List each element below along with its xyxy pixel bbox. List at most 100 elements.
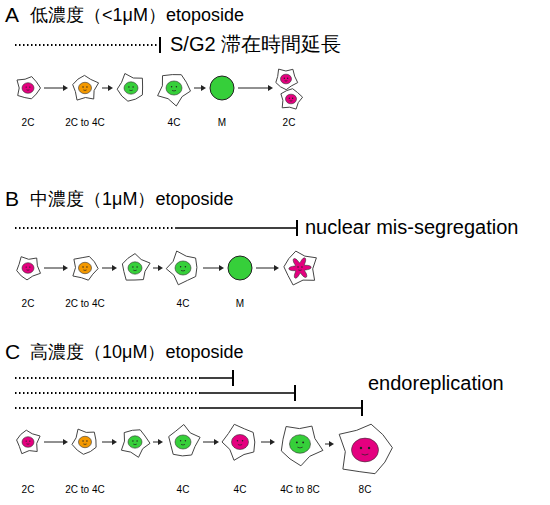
arrow-head [112,265,117,271]
ploidy-label: 8C [359,484,372,495]
progression-arrow [44,265,68,271]
panel-letter: B [5,187,19,210]
arrow-shaft [102,442,113,443]
cell [281,426,323,466]
chromatin-dot [171,86,172,87]
progression-arrow [44,85,68,91]
chromatin-dot [132,440,133,441]
cell [117,74,142,102]
nucleus [352,438,379,462]
nucleus [166,81,182,95]
arrow-head [158,439,163,445]
arrow-head [214,439,219,445]
arrow-head [63,265,68,271]
cell [17,257,41,280]
progression-arrow [203,439,219,445]
chromatin-dot [292,97,293,98]
arrow-shaft [102,88,109,89]
cell [169,425,200,456]
chromatin-dot [284,77,285,78]
arrow-head [329,441,334,447]
progression-arrow [153,265,163,271]
nucleus [124,82,138,94]
cell-outline [281,89,303,109]
arrow-head [112,439,117,445]
treatment-dotted-line [15,227,175,229]
arrow-shaft [44,88,64,89]
cell-outline [17,430,40,454]
ploidy-label: 4C [177,298,190,309]
progression-arrow [102,439,117,445]
cell-outline [17,77,41,99]
chromatin-mark [290,100,293,101]
cell [158,75,191,106]
chromatin-dot [86,440,87,441]
nucleus [79,436,92,447]
arrow-head [63,439,68,445]
nucleus [22,83,34,94]
ploidy-label: 2C [283,117,296,128]
ploidy-label: 4C to 8C [280,484,319,495]
ploidy-label: 4C [168,117,181,128]
condition-title: 低濃度（<1μM）etoposide [30,6,244,26]
chromatin-dot [185,440,186,441]
chromatin-dot [296,441,298,443]
nucleus [232,435,249,450]
effect-label: S/G2 滞在時間延長 [170,33,341,55]
chromatin-mark [285,80,288,81]
cell-outline [169,425,200,456]
cell-outline [222,424,255,460]
chromatin-dot [26,86,27,87]
arrow-head [219,265,224,271]
chromatin-mark [27,443,30,444]
chromatin-dot [360,447,362,449]
arrest-bar [361,400,363,416]
arrow-shaft [194,88,202,89]
arrow-shaft [44,268,64,269]
chromatin-mark [27,89,30,90]
chromatin-dot [86,266,87,267]
progression-arrow [153,439,163,445]
nucleus [22,437,34,448]
mitotic-cell [210,76,234,100]
chromatin-mark [181,270,185,272]
chromatin-mark [298,269,301,270]
chromatin-dot [26,440,27,441]
arrow-head [158,265,163,271]
progression-arrow [102,85,113,91]
chromatin-dot [237,440,239,442]
chromatin-dot [180,266,181,267]
treatment-solid-line [200,377,232,379]
chromatin-dot [82,266,83,267]
nucleus [128,436,142,448]
arrow-shaft [238,88,269,89]
chromatin-dot [86,86,87,87]
nucleus [175,261,191,275]
progression-arrow [44,439,68,445]
cell-row-group [17,69,393,474]
chromatin-dot [289,97,290,98]
chromatin-dot [185,266,186,267]
arrow-shaft [203,268,220,269]
cell-outline [281,426,323,466]
chromatin-dot [136,440,137,441]
chromatin-mark [172,90,176,92]
progression-arrow [203,265,224,271]
progression-arrow [256,265,279,271]
treatment-dotted-line [15,392,200,394]
cell-outline [73,256,98,280]
nucleus [281,74,292,84]
progression-arrow [261,439,275,445]
chromatin-mark [129,90,133,92]
cell-outline [158,75,191,106]
cell-outline [122,254,150,281]
arrow-head [268,85,273,91]
condition-title: 中濃度（1μM）etoposide [30,190,233,210]
chromatin-dot [82,440,83,441]
ploidy-label: M [218,117,226,128]
progression-arrow [325,441,334,447]
chromatin-dot [132,266,133,267]
ploidy-label: 2C [22,484,35,495]
treatment-solid-line [200,392,294,394]
